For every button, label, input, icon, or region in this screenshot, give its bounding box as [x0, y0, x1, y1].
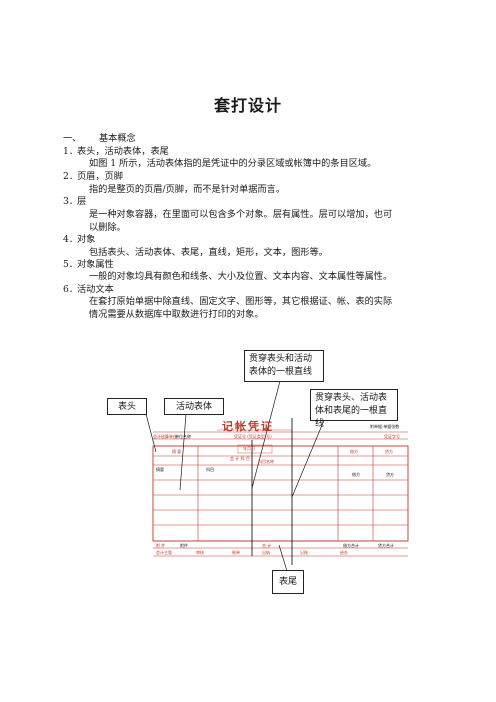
section-heading: 6．活动文本	[63, 284, 114, 295]
footer-attach-value: 附件	[180, 543, 188, 548]
callout-full-line: 贯穿表头、活动表体和表尾的一根直线	[310, 389, 398, 429]
body-text-line: 指的是整页的页眉/页脚，而不是针对单据而言。	[89, 184, 285, 195]
line-text: 如图 1 所示，活动表体指的是凭证中的分录区域或帐簿中的条目区域。	[89, 158, 377, 169]
line-text: 页眉，页脚	[77, 171, 123, 182]
section-heading: 3．层	[63, 196, 86, 207]
sign-keeper: 记账	[300, 550, 308, 555]
col-credit: 贷方	[385, 449, 393, 454]
leader-lines	[145, 380, 326, 572]
footer-credit-total: 贷方合计	[378, 543, 394, 548]
page-title: 套打设计	[213, 96, 282, 115]
section-number: 1．	[63, 146, 79, 157]
body-text-line: 以删除。	[89, 222, 126, 233]
line-text: 在套打原始单据中除直线、固定文字、图形等，其它根据证、帐、表的实际	[89, 296, 393, 307]
body-text-line: 是一种对象容器，在里面可以包含多个对象。层有属性。层可以增加，也可	[89, 209, 392, 220]
section-heading: 4．对象	[63, 234, 95, 245]
row-account: 科目	[206, 467, 214, 472]
row-credit: 贷方	[386, 472, 394, 477]
section-number: 一、	[63, 133, 82, 144]
line-text: 包括表头、活动表体、表尾，直线，矩形，文本，图形等。	[89, 247, 328, 258]
section-heading: 5．对象属性	[63, 259, 114, 270]
line-text: 基本概念	[99, 133, 136, 144]
body-text-line: 包括表头、活动表体、表尾，直线，矩形，文本，图形等。	[89, 247, 328, 258]
section-heading: 2．页眉，页脚	[63, 171, 123, 182]
col-subaccount: 科目名称	[258, 459, 274, 464]
line-text: 一般的对象均具有颜色和线条、大小及位置、文本内容、文本属性等属性。	[89, 271, 393, 282]
sign-approver: 经办	[340, 550, 348, 555]
body-text-line: 如图 1 所示，活动表体指的是凭证中的分录区域或帐簿中的条目区域。	[89, 158, 376, 169]
col-summary: 摘 要	[172, 449, 182, 454]
sign-audit: 审核	[196, 550, 204, 555]
line-text: 对象属性	[77, 259, 114, 270]
section-heading: 一、 基本概念	[63, 133, 136, 144]
section-number: 5．	[63, 259, 79, 270]
sign-maker: 制单	[232, 550, 240, 555]
voucher-unit-value: 单位名称	[175, 434, 191, 439]
voucher-number: 凭证号 (凭证类型·号)	[234, 434, 272, 439]
line-text: 情况需要从数据库中取数进行打印的对象。	[89, 309, 264, 320]
body-text-line: 在套打原始单据中除直线、固定文字、图形等，其它根据证、帐、表的实际	[89, 296, 392, 307]
voucher-word: 凭证字号	[384, 434, 400, 439]
section-number: 6．	[63, 284, 79, 295]
callout-header: 表头	[107, 398, 147, 415]
footer-total: 合 计	[262, 543, 272, 548]
section-heading: 1．表头，活动表体，表尾	[63, 146, 169, 157]
callout-footer: 表尾	[272, 570, 304, 594]
sign-accountant: 会计主管	[156, 550, 172, 555]
line-text: 以删除。	[89, 222, 126, 233]
voucher-form	[152, 429, 409, 557]
line-text: 指的是整页的页眉/页脚，而不是针对单据而言。	[89, 184, 286, 195]
body-text-line: 情况需要从数据库中取数进行打印的对象。	[89, 309, 264, 320]
section-number: 2．	[63, 171, 79, 182]
row-debit: 借方	[352, 472, 360, 477]
footer-debit-total: 借方合计	[343, 543, 359, 548]
line-text: 活动文本	[77, 284, 114, 295]
voucher-unit-label: 会计核算单位	[153, 434, 177, 439]
col-debit: 借方	[350, 449, 358, 454]
callout-body: 活动表体	[164, 398, 224, 415]
callout-header-body-line: 贯穿表头和活动表体的一根直线	[244, 350, 324, 382]
line-text: 对象	[77, 234, 96, 245]
section-number: 4．	[63, 234, 79, 245]
voucher-seq: 附单据·单据张数	[370, 424, 400, 429]
line-text: 表头，活动表体，表尾	[77, 146, 169, 157]
section-number: 3．	[63, 196, 79, 207]
body-text-line: 一般的对象均具有颜色和线条、大小及位置、文本内容、文本属性等属性。	[89, 271, 392, 282]
col-account: 会 计 科 目	[230, 456, 250, 461]
voucher-title: 记帐凭证	[222, 420, 274, 433]
sign-cashier: 出纳	[262, 550, 270, 555]
row-summary: 摘要	[156, 467, 164, 472]
line-text: 层	[77, 196, 87, 207]
footer-attach: 附 件	[156, 543, 166, 548]
line-text: 是一种对象容器，在里面可以包含多个对象。层有属性。层可以增加，也可	[89, 209, 393, 220]
voucher-date: 年月日	[243, 446, 255, 451]
